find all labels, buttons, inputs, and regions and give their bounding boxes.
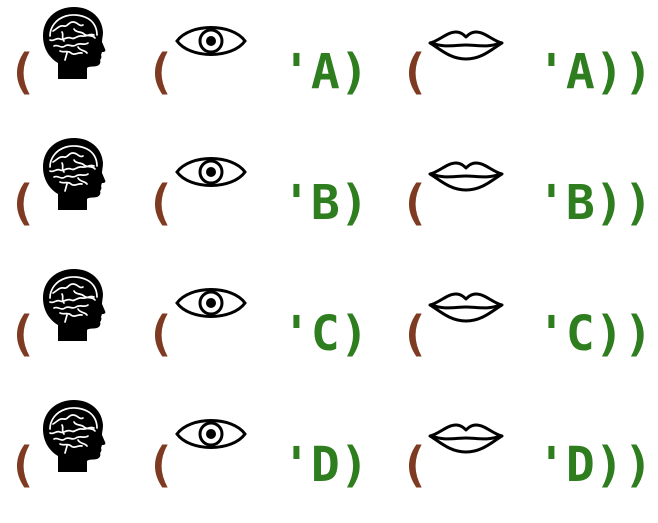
open-paren: ( [8, 437, 37, 493]
eye-icon [174, 280, 248, 326]
quoted-symbol: 'B) [282, 175, 369, 231]
lips-icon [428, 28, 504, 62]
brain-head-icon [40, 267, 106, 343]
open-paren: ( [400, 175, 429, 231]
open-paren: ( [146, 44, 175, 100]
lips-icon [428, 159, 504, 193]
expression-row: ( ( 'B) ( 'B)) [0, 131, 658, 261]
quoted-symbol: 'C)) [537, 306, 653, 362]
expression-row: ( ( 'D) ( 'D)) [0, 393, 658, 523]
open-paren: ( [400, 306, 429, 362]
lips-icon [428, 421, 504, 455]
expression-row: ( ( 'A) ( 'A)) [0, 0, 658, 130]
open-paren: ( [146, 175, 175, 231]
lips-icon [428, 290, 504, 324]
brain-head-icon [40, 5, 106, 81]
open-paren: ( [146, 306, 175, 362]
open-paren: ( [8, 175, 37, 231]
open-paren: ( [400, 44, 429, 100]
open-paren: ( [400, 437, 429, 493]
quoted-symbol: 'C) [282, 306, 369, 362]
open-paren: ( [8, 306, 37, 362]
brain-head-icon [40, 398, 106, 474]
quoted-symbol: 'A)) [537, 44, 653, 100]
open-paren: ( [146, 437, 175, 493]
eye-icon [174, 149, 248, 195]
expression-row: ( ( 'C) ( 'C)) [0, 262, 658, 392]
eye-icon [174, 18, 248, 64]
eye-icon [174, 411, 248, 457]
quoted-symbol: 'D) [282, 437, 369, 493]
open-paren: ( [8, 44, 37, 100]
quoted-symbol: 'D)) [537, 437, 653, 493]
quoted-symbol: 'B)) [537, 175, 653, 231]
quoted-symbol: 'A) [282, 44, 369, 100]
brain-head-icon [40, 136, 106, 212]
